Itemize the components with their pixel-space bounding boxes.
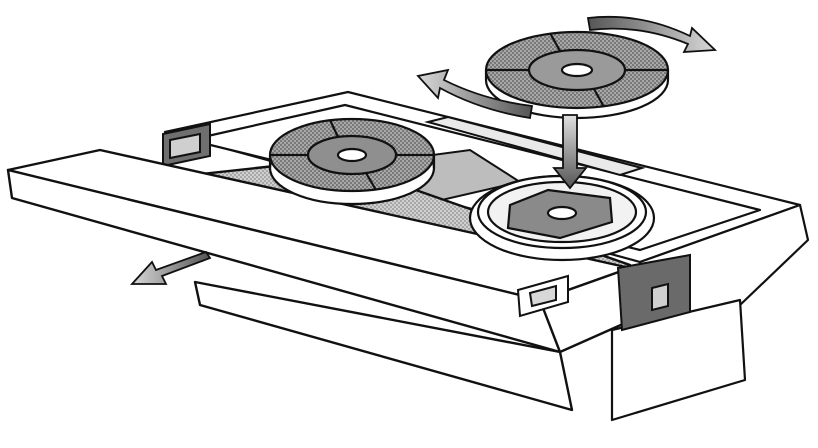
left-clip: [162, 122, 211, 168]
filter-mount-ring: [468, 174, 656, 262]
pull-out-arrow-icon: [129, 250, 212, 285]
tray-latch: [516, 274, 569, 318]
grease-filter-tray: [6, 148, 634, 412]
carbon-filter-installed: [268, 117, 436, 206]
rotate-arrow-icon: [586, 15, 718, 53]
insert-arrow-icon: [552, 114, 588, 190]
rotate-arrow-icon: [416, 68, 534, 120]
right-clip: [616, 253, 691, 332]
back-slot: [424, 115, 646, 177]
